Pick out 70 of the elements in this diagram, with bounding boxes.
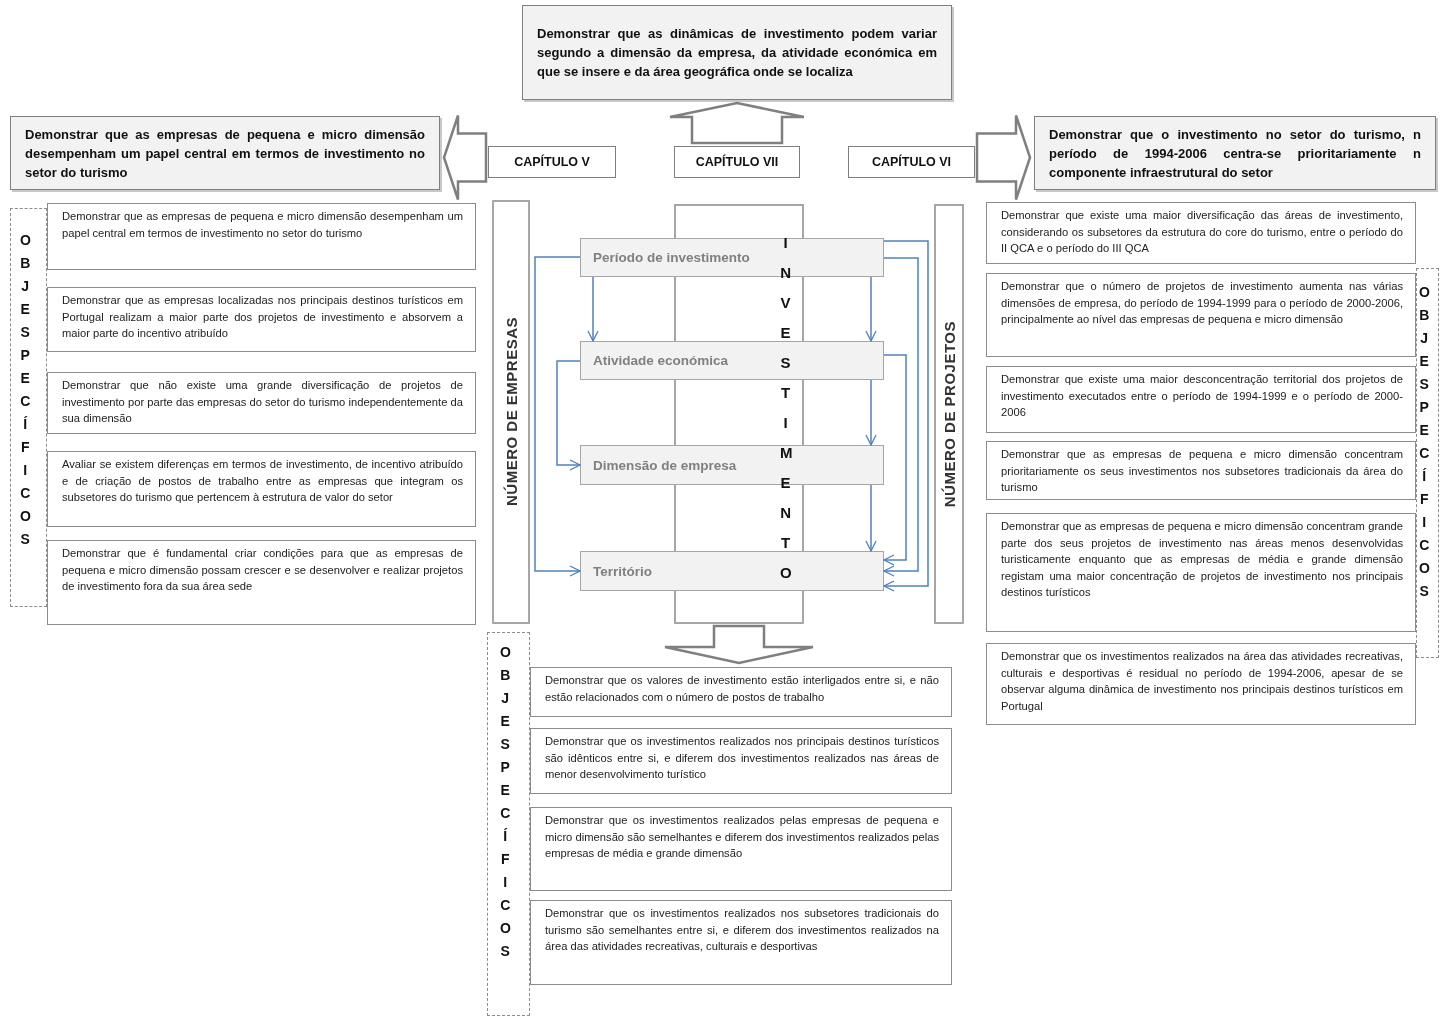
objective-text: Demonstrar que existe uma maior diversificação das áreas de investimento, considerando os subsetores da estrutura do core do turismo, entre o período do II QCA e o período do III QCA — [1001, 208, 1403, 256]
arrow — [587, 276, 599, 342]
dimension-label: Dimensão de empresa — [593, 457, 737, 473]
chapter-box — [674, 146, 800, 178]
chapter-label: CAPÍTULO VII — [695, 155, 779, 169]
objective-text: Demonstrar que as empresas de pequena e micro dimensão concentram prioritariamente os seus investimentos nos subsetores tradicionais da área do turismo — [1001, 447, 1403, 495]
objective-text: Demonstrar que as empresas localizadas nos principais destinos turísticos em Portugal realizam a maior parte dos projetos de investimento e absorvem a maior parte do incentivo atribuído — [62, 293, 463, 341]
arrow — [883, 354, 907, 566]
objective-text: Demonstrar que as empresas de pequena e micro dimensão concentram grande parte dos seus projetos de investimento nas áreas menos desenvolvidas turisticamente enquanto que as empresas de média e grande dimensão registam uma maior concentração de projetos de investimento nos principais destinos turísticos — [1001, 519, 1403, 600]
objective-box — [47, 540, 476, 625]
arrow — [883, 257, 919, 577]
objective-box — [986, 643, 1416, 725]
objective-box — [47, 287, 476, 352]
arrow — [556, 360, 581, 471]
arrow — [534, 256, 581, 577]
chapter-label: CAPÍTULO VI — [871, 155, 952, 169]
arrow — [865, 379, 877, 446]
objective-text: Demonstrar que o investimento no setor do turismo, n período de 1994-2006 centra-se prioritariamente n componente infraestrutural do setor — [1049, 125, 1421, 182]
objective-box — [530, 667, 952, 717]
dimension-box — [580, 238, 884, 277]
arrow — [865, 484, 877, 552]
objective-text: Demonstrar que os investimentos realizados pelas empresas de pequena e micro dimensão são semelhantes e diferem dos investimentos realizados pelas empresas de média e grande dimensão — [545, 813, 939, 861]
objective-box — [986, 202, 1416, 264]
arrow — [865, 276, 877, 342]
objective-box — [47, 203, 476, 270]
block-arrow — [663, 624, 815, 665]
vertical-label: OBJ ESPECÍFICOS — [20, 231, 37, 549]
objective-text: Demonstrar que os investimentos realizados nos principais destinos turísticos são idênticos entre si, e diferem dos investimentos realizados nas áreas de menor desenvolvimento turístico — [545, 734, 939, 782]
block-arrow — [975, 114, 1032, 201]
objective-box — [47, 451, 476, 527]
chapter-label: CAPÍTULO V — [514, 155, 590, 169]
vertical-label: OBJ ESPECÍFICOS — [1419, 283, 1436, 601]
dimension-label: Período de investimento — [593, 250, 750, 265]
chapter-box — [488, 146, 616, 178]
chapter-box — [848, 146, 975, 178]
objective-text: Demonstrar que os investimentos realizados na área das atividades recreativas, culturais e desportivas é residual no período de 1994-2006, apesar de se observar alguma dinâmica de investimento nos principais destinos turísticos em Portugal — [1001, 649, 1403, 714]
objective-box — [986, 513, 1416, 632]
column-frame — [934, 204, 964, 624]
vertical-label: OBJ ESPECÍFICOS — [500, 643, 517, 961]
objective-box — [530, 807, 952, 891]
objective-text: Demonstrar que os valores de investimento estão interligados entre si, e não estão relacionados com o número de postos de trabalho — [545, 673, 939, 705]
column-label: NÚMERO DE PROJETOS — [940, 320, 958, 508]
objective-text: Demonstrar que as empresas de pequena e micro dimensão desempenham um papel central em termos de investimento no setor do turismo — [25, 125, 425, 182]
objective-box — [530, 728, 952, 794]
objective-box — [986, 441, 1416, 500]
objective-box — [10, 116, 440, 190]
objective-text: Demonstrar que as empresas de pequena e micro dimensão desempenham um papel central em termos de investimento no setor do turismo — [62, 209, 463, 241]
objective-text: Demonstrar que é fundamental criar condições para que as empresas de pequena e micro dimensão possam crescer e se desenvolver e realizar projetos de investimento fora da sua área sede — [62, 546, 463, 594]
objective-box — [530, 900, 952, 985]
objective-box — [986, 366, 1416, 433]
objective-text: Demonstrar que os investimentos realizados nos subsetores tradicionais do turismo são semelhantes entre si, e diferem dos investimentos realizados na área das atividades recreativas, culturais e desportivas — [545, 906, 939, 954]
objective-box — [986, 273, 1416, 357]
dimension-box — [580, 551, 884, 591]
vertical-label: INVESTIMENTO — [780, 233, 798, 583]
block-arrow — [442, 114, 488, 201]
objective-text: Demonstrar que não existe uma grande diversificação de projetos de investimento por parte das empresas do setor do turismo independentemente da sua dimensão — [62, 378, 463, 426]
arrow — [883, 240, 929, 592]
objective-text: Demonstrar que as dinâmicas de investimento podem variar segundo a dimensão da empresa, da atividade económica em que se insere e da área geográfica onde se localiza — [537, 25, 937, 81]
objective-box — [522, 5, 952, 100]
dimension-label: Atividade económica — [593, 353, 729, 368]
objective-text: Demonstrar que o número de projetos de investimento aumenta nas várias dimensões de empresa, do período de 1994-1999 para o período de 2000-2006, principalmente ao nível das empresas de pequena e micro dimensão — [1001, 279, 1403, 327]
column-label: NÚMERO DE EMPRESAS — [502, 317, 520, 507]
column-frame — [492, 200, 530, 624]
objective-text: Demonstrar que existe uma maior desconcentração territorial dos projetos de investimento executados entre o período de 1994-1999 e o período de 2000-2006 — [1001, 372, 1403, 420]
objective-text: Avaliar se existem diferenças em termos de investimento, de incentivo atribuído e de criação de postos de trabalho entre as empresas que integram os subsetores do turismo que pertencem à estrutura de valor do setor — [62, 457, 463, 505]
objective-box — [47, 372, 476, 434]
block-arrow — [668, 101, 806, 145]
objective-box — [1034, 116, 1436, 190]
dimension-box — [580, 341, 884, 380]
dimension-label: Território — [593, 563, 652, 579]
